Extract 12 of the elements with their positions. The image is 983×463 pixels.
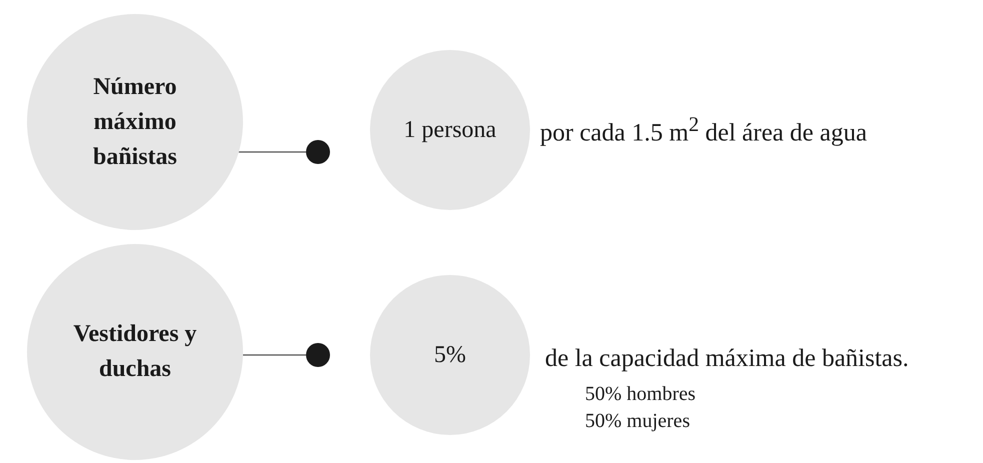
dot-marker <box>306 140 330 164</box>
value-label: 1 persona <box>404 116 496 144</box>
note-text: 50% mujeres <box>585 410 690 433</box>
topic-label: Número máximo bañistas <box>92 72 178 172</box>
note-text: 50% hombres <box>585 383 696 406</box>
value-label: 5% <box>434 342 466 368</box>
connector-line <box>242 354 306 356</box>
description-text: de la capacidad máxima de bañistas. <box>545 345 909 373</box>
dot-marker <box>306 343 330 367</box>
topic-label: Vestidores y duchas <box>72 320 198 384</box>
description-text: por cada 1.5 m$^{2}$ del área de agua <box>540 112 867 148</box>
connector-line <box>238 151 306 153</box>
